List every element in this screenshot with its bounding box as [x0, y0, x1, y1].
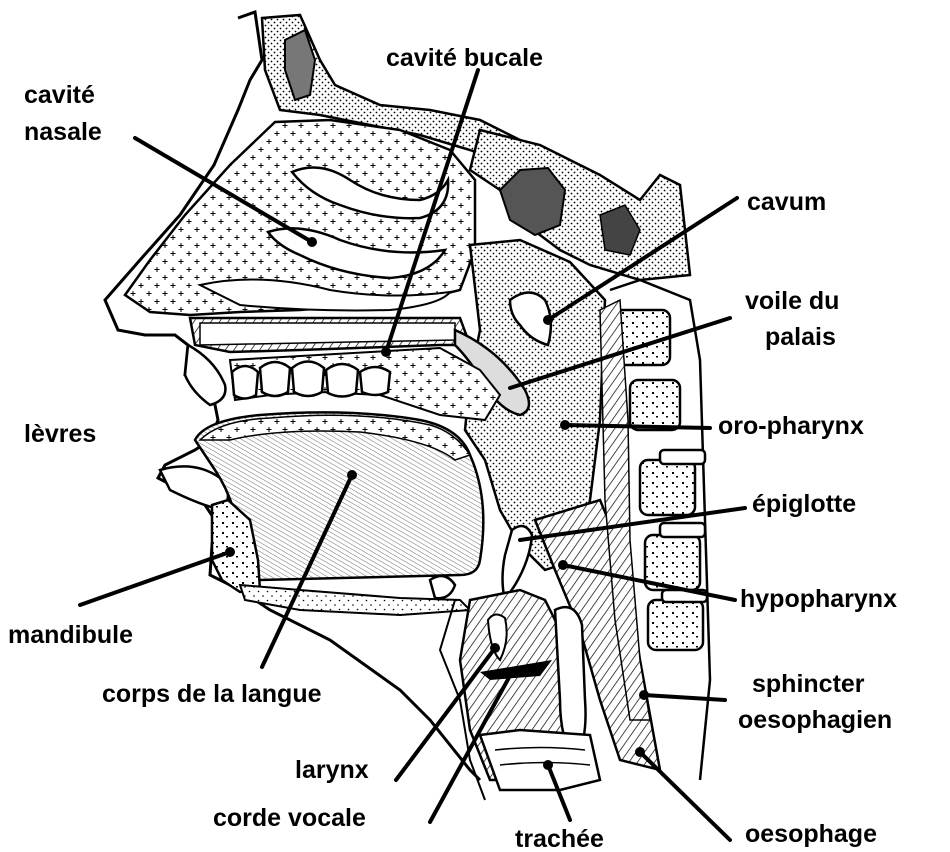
label-larynx: larynx: [295, 756, 369, 784]
label-cavite-bucale: cavité bucale: [386, 44, 543, 72]
leader-mandibule: [80, 552, 230, 605]
label-oropharynx: oro-pharynx: [718, 412, 864, 440]
leader-oesophage: [640, 752, 730, 840]
label-mandibule: mandibule: [8, 621, 133, 649]
label-cavite-nasale-2: nasale: [24, 118, 102, 146]
label-sphincter-1: sphincter: [752, 670, 865, 698]
label-voile-1: voile du: [745, 287, 839, 315]
label-cavite-nasale-1: cavité: [24, 81, 95, 109]
label-trachee: trachée: [515, 825, 604, 852]
label-hypopharynx: hypopharynx: [740, 585, 897, 613]
label-voile-2: palais: [765, 323, 836, 351]
label-oesophage: oesophage: [745, 820, 877, 848]
label-corde-vocale: corde vocale: [213, 804, 366, 832]
trachea: [480, 730, 600, 790]
label-levres: lèvres: [24, 420, 96, 448]
label-epiglotte: épiglotte: [752, 490, 856, 518]
leader-sphincter: [644, 695, 725, 700]
label-corps-langue: corps de la langue: [102, 680, 322, 708]
label-sphincter-2: oesophagien: [738, 706, 892, 734]
label-cavum: cavum: [747, 188, 826, 216]
upper-lip: [185, 345, 225, 405]
hyoid-bone: [430, 576, 455, 598]
